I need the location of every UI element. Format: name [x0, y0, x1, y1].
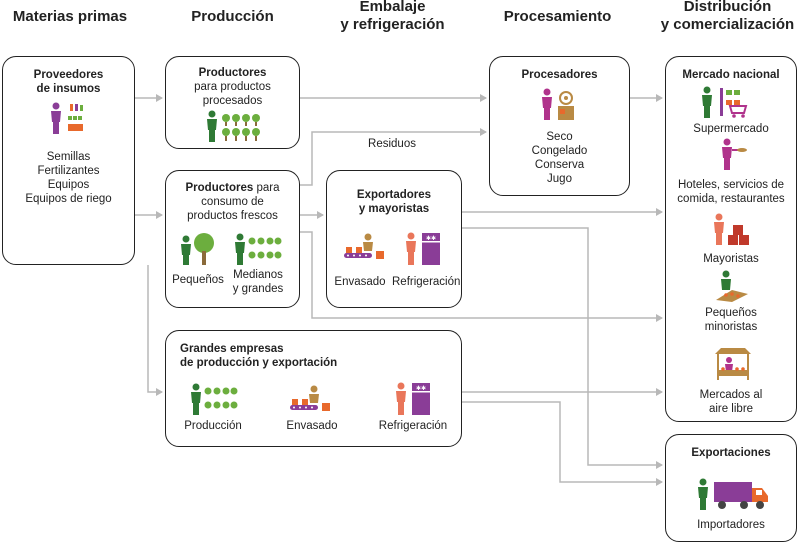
arrow-exporters-to-exports: [462, 227, 663, 469]
large-packing-label: Envasado: [286, 420, 338, 432]
importers-label: Importadores: [697, 519, 765, 531]
exports-title: Exportaciones: [691, 447, 771, 459]
header-packaging-line-1: Embalaje: [359, 0, 426, 15]
medium-farmer-icon: [235, 233, 282, 265]
residues-label: Residuos: [368, 138, 416, 150]
exporters-packing-label: Envasado: [334, 276, 386, 288]
large-refrigeration-label: Refrigeración: [378, 420, 448, 432]
supermarket-label: Supermercado: [693, 123, 769, 135]
header-distribution-line-1: Distribución: [683, 0, 772, 15]
suppliers-box: [2, 56, 135, 265]
header-production: Producción: [191, 8, 274, 25]
large-packing-icon: [290, 385, 330, 411]
small-farmer-icon: [181, 233, 214, 265]
svg-text:✱✱: ✱✱: [426, 235, 436, 242]
header-raw-materials: Materias primas: [12, 8, 128, 25]
supermarket-icon: [702, 86, 748, 118]
open-market-icon: [715, 348, 751, 380]
header-distribution: Distribución y comercialización: [655, 0, 800, 34]
header-distribution-line-2: y comercialización: [660, 16, 795, 33]
header-processing: Procesamiento: [503, 8, 612, 25]
wholesalers-label: Mayoristas: [703, 253, 759, 265]
hotels-icon: [722, 138, 747, 170]
packing-icon: [344, 233, 384, 259]
arrow-residues: [300, 128, 487, 186]
importer-truck-icon: [698, 478, 768, 510]
small-producers-label: Pequeños: [172, 274, 224, 286]
arrow-suppliers-to-large: [147, 265, 163, 396]
refrigeration-icon: ✱✱: [406, 232, 440, 265]
header-packaging: Embalaje y refrigeración: [320, 0, 465, 34]
svg-text:✱✱: ✱✱: [416, 385, 426, 392]
large-production-icon: [191, 383, 238, 415]
wholesalers-icon: [714, 213, 749, 245]
input-supplier-icon: [51, 102, 83, 134]
arrow-fresh-to-national: [300, 231, 663, 322]
processors-title: Procesadores: [521, 69, 598, 81]
national-market-title: Mercado nacional: [682, 69, 780, 81]
processor-icon: [542, 88, 574, 120]
header-packaging-line-2: y refrigeración: [340, 16, 445, 33]
large-production-label: Producción: [184, 420, 242, 432]
small-retailers-icon: [716, 270, 748, 302]
processors-box: [489, 56, 630, 196]
arrow-large-to-exports: [462, 401, 663, 486]
farm-producer-icon: [207, 110, 260, 142]
exporters-refrigeration-label: Refrigeración: [392, 276, 461, 288]
large-refrigeration-icon: ✱✱: [396, 382, 430, 415]
